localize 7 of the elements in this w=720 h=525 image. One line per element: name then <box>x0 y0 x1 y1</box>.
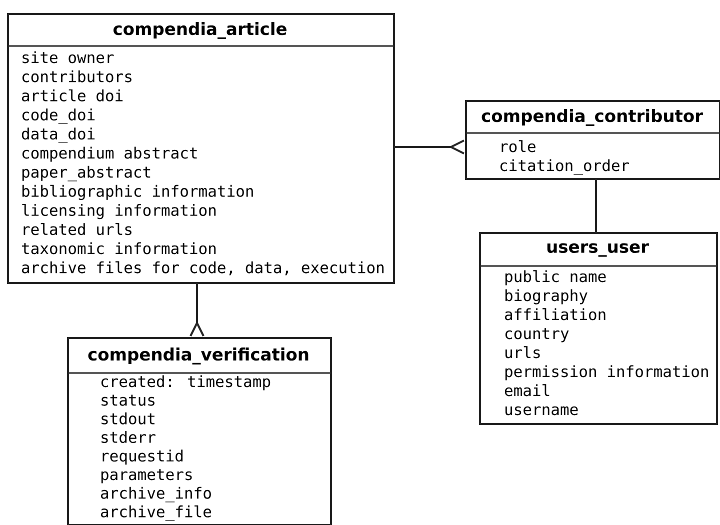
entity-box: compendia_article site owner contributors article doi code_doi data_doi compendium abstract paper_abstract bibliographic information licensing information related urls taxonomic information archive files for code, data, execution <box>7 13 395 284</box>
entity-box: compendia_contributor role citation_order <box>465 100 720 180</box>
entity-box: users_user public name biography affiliation country urls permission information email username <box>479 232 718 425</box>
connector <box>190 282 204 336</box>
connector <box>393 140 464 154</box>
connector <box>595 178 597 232</box>
entity-box: compendia_verification created: timestamp status stdout stderr requestid parameters archive_info archive_file <box>67 337 332 525</box>
